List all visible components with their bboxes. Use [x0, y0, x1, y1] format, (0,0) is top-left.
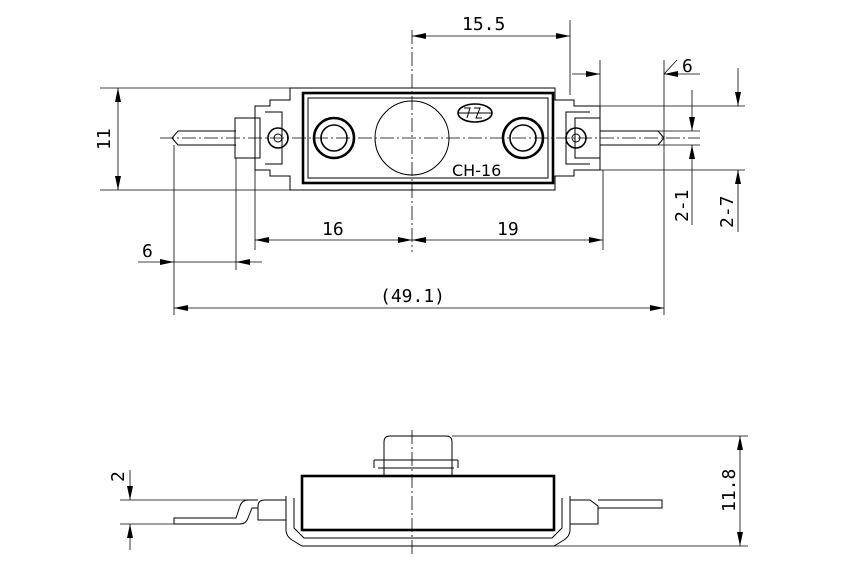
- dim-tab-6-right: 6: [682, 56, 693, 77]
- side-right-terminal: [598, 499, 663, 509]
- right-mount-hole-core: [571, 133, 581, 143]
- dim-hole-2-7: 2-7: [717, 195, 738, 228]
- outer-flange: [254, 87, 601, 191]
- main-body-outline: [301, 91, 555, 185]
- dim-width-15-5: 15.5: [462, 14, 505, 35]
- left-mount-hole-core: [273, 133, 283, 143]
- dim-height-11-8: 11.8: [719, 469, 740, 512]
- right-rivet-outer: [501, 116, 545, 160]
- left-rivet-inner: [320, 124, 348, 152]
- left-mount-hole: [267, 127, 289, 149]
- dim-span-19: 19: [497, 219, 519, 240]
- side-left-flange: [257, 499, 286, 521]
- side-left-terminal: [173, 499, 258, 525]
- side-base-inner: [293, 498, 563, 539]
- left-rivet-outer: [312, 116, 356, 160]
- model-label: CH-16: [452, 161, 501, 180]
- side-main-body: [300, 474, 556, 532]
- dim-thickness-2: 2: [108, 471, 129, 482]
- side-view: [173, 430, 663, 555]
- dim-pin-6-left: 6: [142, 241, 153, 262]
- top-view: CH-16: [160, 30, 700, 252]
- left-terminal-tab: [234, 117, 261, 159]
- right-rivet-inner: [509, 124, 537, 152]
- side-right-flange: [570, 499, 599, 525]
- left-terminal-pin: [171, 130, 236, 146]
- dim-height-11: 11: [94, 128, 115, 150]
- main-body-inner: [307, 97, 549, 179]
- right-mount-hole: [565, 127, 587, 149]
- maker-logo-icon: [457, 103, 493, 123]
- top-view-dimensions: 15.5 11 6 2-1 2-7: [94, 14, 745, 315]
- dim-overall-49-1: (49.1): [380, 286, 445, 307]
- center-button: [374, 100, 450, 176]
- side-button: [383, 435, 453, 476]
- side-base: [285, 496, 571, 547]
- dim-span-16: 16: [322, 219, 344, 240]
- side-view-dimensions: 2 11.8: [108, 435, 748, 550]
- dim-hole-2-1: 2-1: [672, 189, 693, 222]
